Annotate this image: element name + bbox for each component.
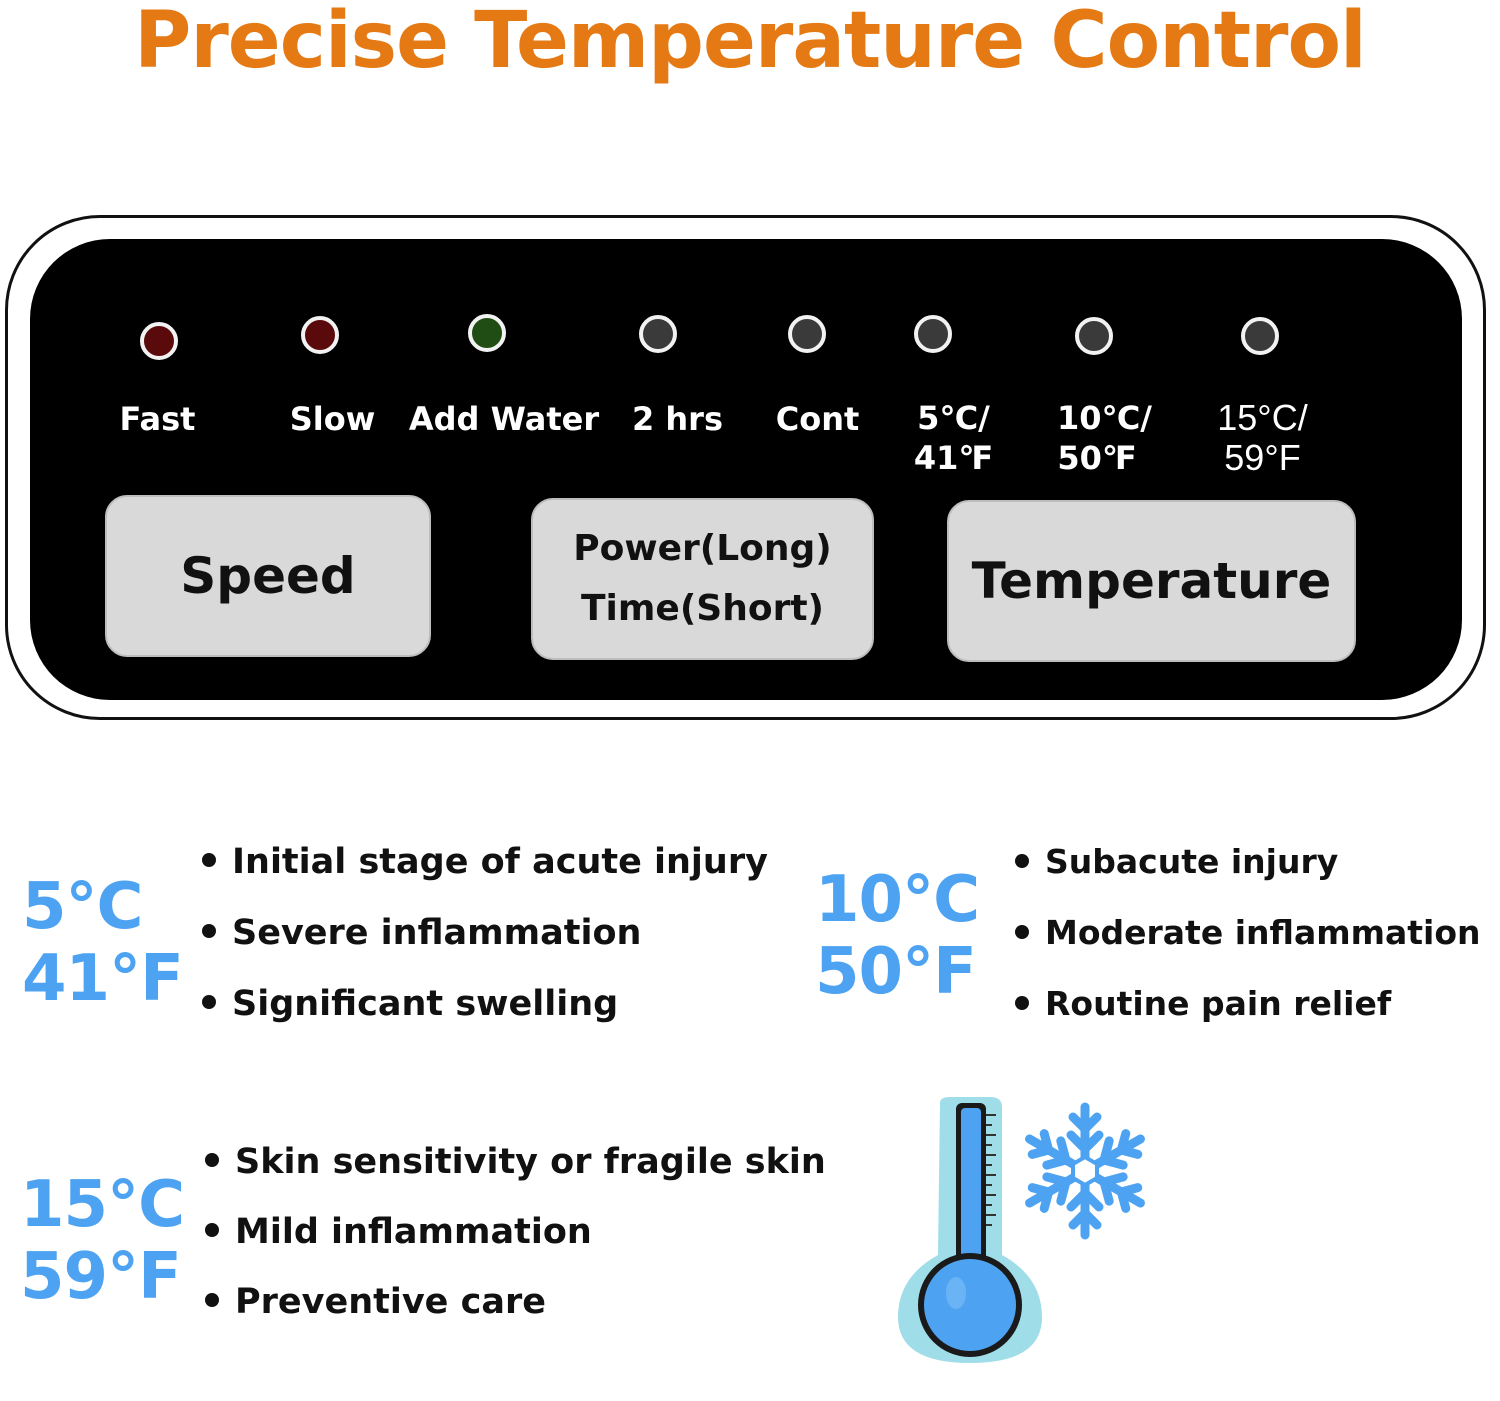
power-time-button[interactable]: Power(Long) Time(Short) — [531, 498, 874, 660]
setting-5c-celsius: 5°C — [22, 870, 143, 944]
bullet-dot — [202, 853, 216, 867]
list-item: Initial stage of acute injury — [202, 842, 768, 882]
setting-5c-fahrenheit: 41°F — [22, 942, 184, 1016]
snowflake-icon — [1015, 1102, 1155, 1244]
setting-15c-celsius: 15°C — [20, 1168, 185, 1242]
bullet-dot — [1015, 995, 1029, 1010]
bullet-dot — [1015, 924, 1029, 939]
list-item: Skin sensitivity or fragile skin — [205, 1142, 826, 1182]
10c-label-line2: 50℉ — [1057, 439, 1137, 477]
add-water-indicator-led — [468, 314, 506, 352]
bullet-dot — [1015, 853, 1029, 868]
15c-indicator-led — [1241, 317, 1279, 355]
list-item: Mild inflammation — [205, 1212, 592, 1252]
list-item: Routine pain relief — [1015, 984, 1391, 1024]
cont-label: Cont — [775, 400, 860, 438]
bullet-dot — [205, 1293, 219, 1307]
list-item: Significant swelling — [202, 984, 618, 1024]
2hrs-indicator-led — [639, 315, 677, 353]
fast-label: Fast — [119, 400, 196, 438]
2hrs-label: 2 hrs — [631, 400, 723, 438]
15c-label-line2: 59°F — [1224, 437, 1301, 478]
bullet-dot — [205, 1153, 219, 1167]
5c-indicator-led — [914, 315, 952, 353]
thermometer-icon — [898, 1097, 1042, 1363]
list-item: Moderate inflammation — [1015, 913, 1481, 953]
speed-button[interactable]: Speed — [105, 495, 431, 657]
bullet-dot — [202, 924, 216, 938]
page-title: Precise Temperature Control — [134, 0, 1367, 86]
5c-label-line2: 41℉ — [913, 439, 994, 477]
10c-label-line1: 10℃/ — [1057, 399, 1152, 437]
setting-10c-fahrenheit: 50°F — [815, 935, 977, 1009]
temperature-button[interactable]: Temperature — [947, 500, 1356, 662]
bullet-dot — [202, 995, 216, 1009]
list-item: Preventive care — [205, 1282, 546, 1322]
slow-indicator-led — [301, 316, 339, 354]
setting-15c-fahrenheit: 59°F — [20, 1240, 182, 1314]
15c-label-line1: 15°C/ — [1217, 397, 1308, 438]
list-item: Severe inflammation — [202, 913, 641, 953]
time-button-label: Time(Short) — [581, 588, 824, 629]
5c-label-line1: 5℃/ — [917, 399, 990, 437]
add-water-label: Add Water — [408, 400, 600, 438]
10c-indicator-led — [1075, 317, 1113, 355]
setting-10c-celsius: 10°C — [815, 863, 980, 937]
fast-indicator-led — [140, 322, 178, 360]
speed-button-label: Speed — [180, 547, 356, 605]
list-item: Subacute injury — [1015, 842, 1338, 882]
slow-label: Slow — [289, 400, 376, 438]
bullet-dot — [205, 1223, 219, 1237]
power-button-label: Power(Long) — [573, 528, 832, 569]
temperature-button-label: Temperature — [971, 552, 1332, 610]
cont-indicator-led — [788, 315, 826, 353]
